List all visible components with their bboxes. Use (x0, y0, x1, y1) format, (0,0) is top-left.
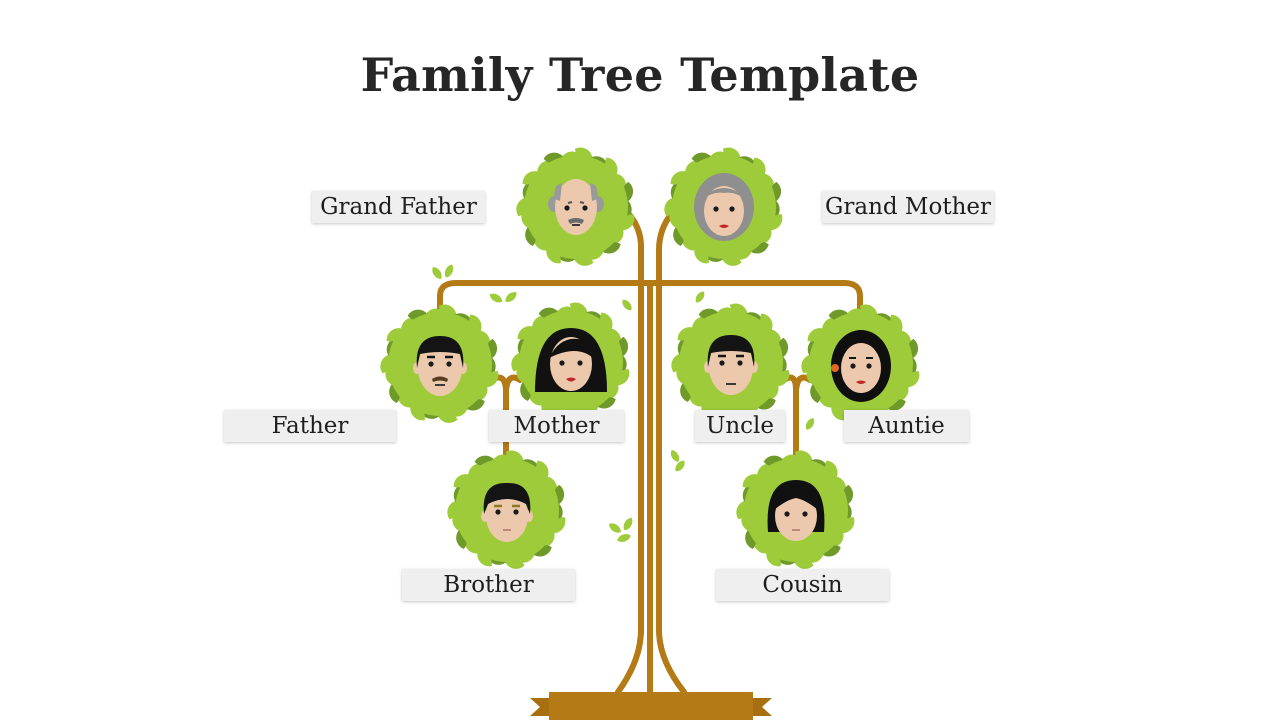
label-cousin: Cousin (716, 569, 889, 601)
avatar-auntie (801, 304, 920, 423)
label-grand-father: Grand Father (312, 191, 485, 223)
avatar-uncle (671, 303, 790, 422)
page-title: Family Tree Template (360, 48, 920, 102)
label-auntie: Auntie (844, 410, 969, 442)
label-father: Father (224, 410, 396, 442)
tree-base (530, 692, 772, 720)
avatar-grand-mother (664, 147, 783, 266)
avatar-brother (447, 450, 566, 569)
avatar-father (380, 304, 499, 423)
avatar-cousin (736, 450, 855, 569)
avatar-mother (511, 302, 630, 421)
avatar-grand-father (516, 147, 635, 266)
label-grand-mother: Grand Mother (822, 191, 994, 223)
label-uncle: Uncle (695, 410, 785, 442)
label-brother: Brother (402, 569, 575, 601)
label-mother: Mother (489, 410, 624, 442)
